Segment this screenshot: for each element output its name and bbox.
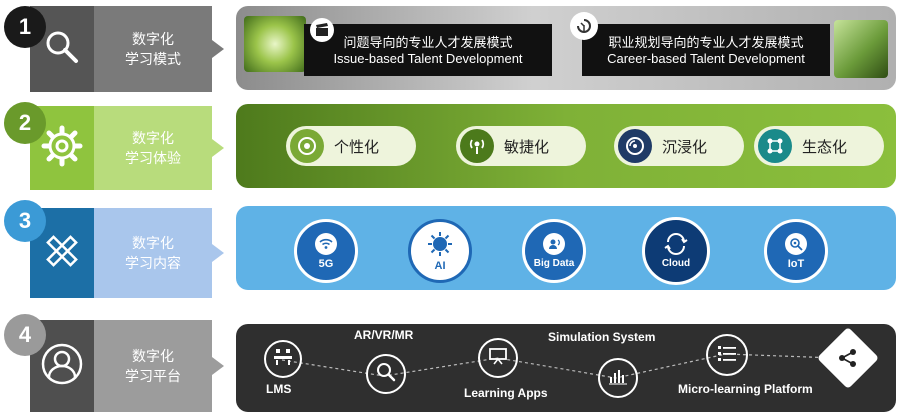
target-icon [290, 129, 324, 163]
row-label-line2: 学习体验 [125, 150, 181, 166]
content-circle: Big Data [522, 219, 586, 283]
step-number-badge: 4 [4, 314, 46, 356]
platform-node-label: AR/VR/MR [354, 328, 414, 342]
content-circle-label: Big Data [533, 258, 575, 269]
experience-pill-label: 个性化 [334, 138, 380, 156]
arrow-pointer [212, 40, 224, 58]
mode-card-title-cn: 问题导向的专业人才发展模式 [343, 35, 513, 50]
cloud-sync-icon [663, 233, 689, 258]
row-label-line1: 数字化 [132, 235, 174, 251]
data-user-icon [543, 233, 565, 255]
row-label-line2: 学习内容 [125, 255, 181, 271]
row-label-line1: 数字化 [132, 130, 174, 146]
platform-node [264, 340, 302, 378]
platform-panel: LMS AR/VR/MR Learning Apps Simulation Sy… [236, 324, 896, 412]
icon-box [30, 106, 94, 190]
arrow-pointer [212, 139, 224, 157]
mode-card: 问题导向的专业人才发展模式 Issue-based Talent Develop… [304, 18, 552, 76]
platform-node-label: Learning Apps [464, 386, 548, 400]
network-icon [758, 129, 792, 163]
content-circle-label: IoT [787, 257, 805, 270]
mode-card-title-cn: 职业规划导向的专业人才发展模式 [608, 35, 804, 50]
experience-pill-label: 敏捷化 [504, 138, 550, 156]
experience-pill: 生态化 [754, 126, 884, 166]
platform-node [366, 354, 406, 394]
presentation-icon [488, 347, 508, 370]
content-circle: IoT [764, 219, 828, 283]
plant-image [834, 20, 888, 78]
experience-pill: 个性化 [286, 126, 416, 166]
experience-pill: 敏捷化 [456, 126, 586, 166]
row-label-line1: 数字化 [132, 348, 174, 364]
row-label: 数字化 学习内容 [94, 208, 212, 298]
content-circle-label: AI [434, 259, 446, 272]
content-circle: AI [408, 219, 472, 283]
broadcast-icon [460, 129, 494, 163]
wifi-icon [315, 232, 337, 255]
step-number-badge: 3 [4, 200, 46, 242]
mode-card-title-en: Issue-based Talent Development [333, 51, 523, 66]
mode-panel: 问题导向的专业人才发展模式 Issue-based Talent Develop… [236, 6, 896, 90]
disc-icon [618, 129, 652, 163]
platform-node-label: LMS [266, 382, 292, 396]
platform-node [478, 338, 518, 378]
pencil-ruler-icon [42, 231, 82, 276]
row-label: 数字化 学习平台 [94, 320, 212, 412]
gear-icon [40, 124, 84, 173]
growth-cycle-icon [570, 12, 598, 40]
share-icon [816, 326, 880, 390]
row-label-line2: 学习平台 [125, 368, 181, 384]
magnifier-icon [42, 27, 82, 72]
platform-node-label: Simulation System [548, 330, 656, 344]
mode-card-title-en: Career-based Talent Development [607, 51, 805, 66]
row-learning-experience: 2 数字化 学习体验 个性化 [0, 100, 900, 196]
platform-node [598, 358, 638, 398]
arrow-pointer [212, 244, 224, 262]
content-panel: 5G AI Big Data Cloud IoT [236, 206, 896, 290]
row-learning-mode: 1 数字化 学习模式 问题导向的专业人才发展模式 Issue-based Tal… [0, 0, 900, 100]
leaf-image [244, 16, 306, 72]
row-label-line2: 学习模式 [125, 51, 181, 67]
user-icon [40, 342, 84, 391]
row-label: 数字化 学习模式 [94, 6, 212, 92]
arrow-pointer [212, 357, 224, 375]
mode-card: 职业规划导向的专业人才发展模式 Career-based Talent Deve… [570, 12, 830, 76]
classroom-icon [273, 348, 293, 371]
row-learning-platform: 4 数字化 学习平台 LMS AR/VR/MR [0, 306, 900, 414]
row-label: 数字化 学习体验 [94, 106, 212, 190]
experience-pill: 沉浸化 [614, 126, 744, 166]
chip-icon [427, 231, 453, 260]
iot-search-icon [785, 232, 807, 255]
experience-pill-label: 生态化 [802, 138, 848, 156]
content-circle-label: Cloud [661, 258, 691, 269]
row-label-line1: 数字化 [132, 31, 174, 47]
step-number-badge: 1 [4, 6, 46, 48]
row-learning-content: 3 数字化 学习内容 5G AI [0, 198, 900, 302]
bar-chart-icon [608, 367, 628, 390]
search-icon [376, 362, 396, 387]
platform-node [706, 334, 748, 376]
content-circle: 5G [294, 219, 358, 283]
experience-panel: 个性化 敏捷化 沉浸化 生态化 [236, 104, 896, 188]
content-circle: Cloud [642, 217, 710, 285]
content-circle-label: 5G [318, 257, 334, 270]
list-icon [716, 344, 738, 367]
experience-pill-label: 沉浸化 [662, 138, 708, 156]
platform-node-label: Micro-learning Platform [678, 382, 813, 396]
clapperboard-icon [310, 18, 334, 42]
step-number-badge: 2 [4, 102, 46, 144]
